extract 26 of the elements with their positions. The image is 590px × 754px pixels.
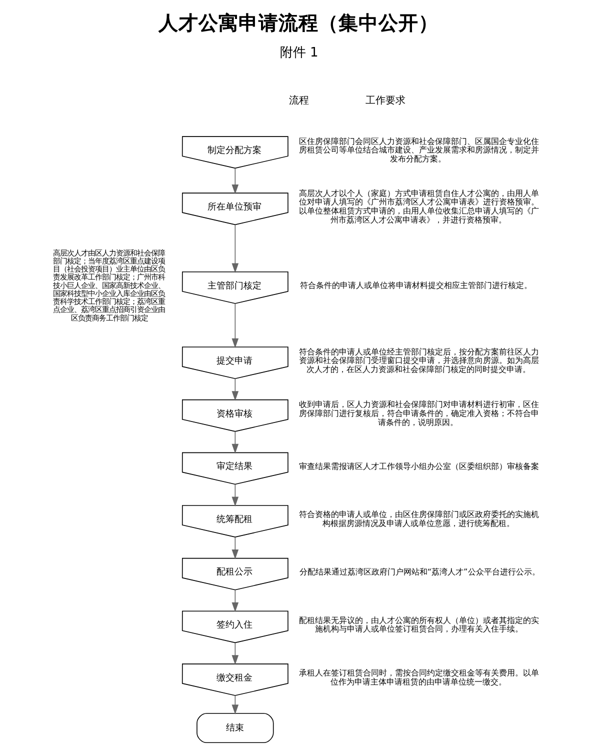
arrow [231,303,238,348]
arrow [231,378,238,401]
arrow [231,695,238,714]
diagram-title: 人才公寓申请流程（集中公开） [158,11,438,34]
arrow [231,431,238,454]
arrow [231,484,238,506]
label: 附件 1 [279,46,318,61]
node-label: 配租结果无异议的，由人才公寓的所有权人（单位）或者其指定的实施机构与申请人或单位签订租赁合同，办理有关入住手续。 [298,614,538,634]
node-label: 符合条件的申请人或单位将申请材料提交相应主管部门进行核定。 [299,280,532,290]
label: 流程 [288,95,309,106]
arrow [231,642,238,665]
node-label: 高层次人才以个人（家庭）方式申请租赁自住人才公寓的，由用人单位对申请人填写的《广州市荔湾区人才公寓申请表》进行资格预审。以单位整体租赁方式申请的，由用人单位收集汇总申请人填写的《广州市荔湾区人才公寓申请表》，并进行资格预审。 [298,188,538,225]
arrow [231,536,238,560]
node-label: 承租人在签订租赁合同时，需按合同约定缴交租金等有关费用。以单位作为申请主体申请租赁的由申请单位统一缴交。 [298,668,538,687]
node-label: 符合条件的申请人或单位经主管部门核定后，按分配方案前往区人力资源和社会保障部门受理窗口提交申请，并选择意向房源。如为高层次人才的，在区人力资源和社会保障部门核定的同时提交申请。 [298,346,538,374]
node-label: 区住房保障部门会同区人力资源和社会保障部门、区属国企专业化住房租赁公司等单位结合城市建设、产业发展需求和房源情况，制定并发布分配方案。 [298,136,538,164]
node-box: 结束 [196,712,274,744]
node-label: 分配结果通过荔湾区政府门户网站和“荔湾人才”公众平台进行公示。 [298,566,540,576]
arrow [231,168,238,194]
arrow [231,590,238,612]
arrow [231,224,238,274]
node-label: 收到申请后，区人力资源和社会保障部门对申请材料进行初审，区住房保障部门进行复核后，符合申请条件的，确定准入资格；不符合申请条件的，说明原因。 [298,399,538,427]
node-label: 符合资格的申请人或单位，由区住房保障部门或区政府委托的实施机构根据房源情况及申请人或单位意愿，进行统筹配租。 [298,509,538,528]
node-label: 高层次人才由区人力资源和社会保障部门核定；当年度荔湾区重点建设项目（社会投资项目）业主单位由区负责发展改革工作部门核定；广州市科技小巨人企业、国家高新技术企业、国家科技型中小企业入库企业由区负责科学技术工作部门核定；荔湾区重点企业、荔湾区重点招商引资企业由区负责商务工作部门核定 [52,248,164,322]
label: 工作要求 [365,95,406,106]
node-label: 审查结果需报请区人才工作领导小组办公室（区委组织部）审核备案 [298,460,538,471]
